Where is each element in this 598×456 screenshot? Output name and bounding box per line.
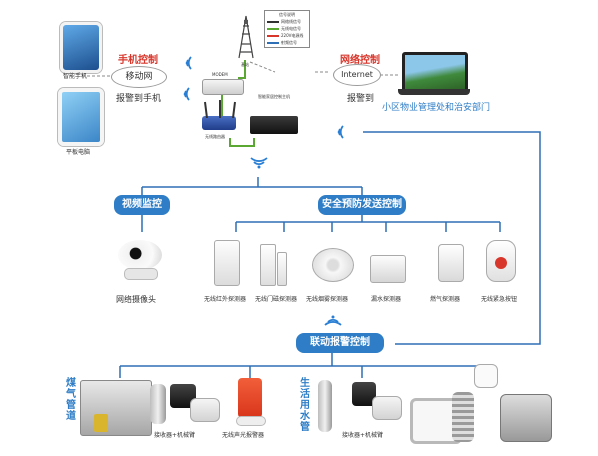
tree-line (119, 352, 485, 378)
water-leak-detector-icon (370, 255, 406, 283)
device-label: 漏水探测器 (371, 296, 402, 303)
receiver-image (190, 398, 220, 422)
roller-shutter-image (452, 392, 474, 442)
smart-switch-panel-image (474, 364, 498, 388)
emergency-red-button (495, 257, 507, 269)
gas-detector-icon (438, 244, 464, 282)
siren-base-image (236, 416, 266, 426)
wifi-signal-icon (250, 157, 268, 169)
modem-label: MODEM (212, 72, 228, 77)
internet-alarm-label: 报警到 (347, 94, 375, 104)
smartphone-image (60, 22, 102, 73)
legend-item: 无线电信号 (267, 25, 307, 32)
legend-item-label: 无线电信号 (281, 25, 301, 31)
camera-label: 网络摄像头 (116, 295, 156, 304)
signal-legend: 信号说明 网络线信号 无线电信号 220V电源线 射频信号 (264, 10, 310, 48)
window-frame-image (500, 394, 552, 442)
infrared-detector-icon (214, 240, 240, 286)
tree-line (363, 131, 541, 345)
wifi-signal-icon (185, 56, 192, 70)
mobile-alarm-label: 报警到手机 (116, 94, 162, 104)
router-antennas-icon (204, 100, 236, 118)
gas-meter-dial (94, 414, 108, 432)
linkage-alarm-pill: 联动报警控制 (296, 333, 384, 353)
video-monitoring-pill: 视频监控 (114, 195, 170, 215)
mobile-network-oval: 移动网 (111, 66, 167, 88)
cell-tower-icon (238, 15, 254, 59)
router-label: 无线路由器 (205, 134, 225, 139)
legend-item-label: 网络线信号 (281, 18, 301, 24)
laptop-screen-image (402, 52, 468, 94)
legend-item-label: 220V电源线 (281, 32, 304, 38)
host-label: 智能家居控制主机 (258, 94, 290, 99)
device-label: 无线烟雾探测器 (306, 296, 349, 303)
device-label: 无线紧急按钮 (481, 296, 518, 303)
control-host-image (250, 116, 298, 134)
destination-label: 小区物业管理处和治安部门 (382, 103, 491, 113)
device-label: 燃气探测器 (430, 296, 461, 303)
door-magnet-icon (277, 252, 287, 286)
wifi-signal-icon (183, 87, 190, 101)
dashed-link (249, 61, 276, 73)
security-control-pill: 安全预防发送控制 (318, 195, 406, 215)
wifi-router-image (202, 116, 236, 130)
receiver-image (372, 396, 402, 420)
tree-line (235, 214, 501, 232)
tower-label: 基站 (241, 62, 249, 67)
gas-pipe-image (150, 384, 166, 424)
mobile-control-title: 手机控制 (118, 55, 158, 66)
device-label: 无线门磁探测器 (255, 296, 298, 303)
green-cable (238, 60, 246, 79)
smoke-detector-icon (312, 248, 354, 282)
water-pipe-image (318, 380, 332, 432)
wifi-signal-icon (324, 315, 342, 326)
modem-image (202, 79, 244, 95)
gas-pipe-label: 煤气管道 (66, 378, 76, 422)
laptop-base-image (398, 89, 470, 95)
legend-item-label: 射频信号 (281, 39, 297, 45)
green-cable (229, 138, 255, 147)
internet-control-title: 网络控制 (340, 55, 380, 66)
receiver2-label: 接收器+机械臂 (342, 432, 384, 439)
legend-item: 网络线信号 (267, 18, 307, 25)
tablet-label: 平板电脑 (66, 149, 91, 156)
water-pipe-label: 生活用水管 (300, 378, 310, 433)
tablet-image (58, 88, 104, 146)
siren-label: 无线声光报警器 (222, 432, 265, 439)
camera-base-image (124, 268, 158, 280)
emergency-button-icon (486, 240, 516, 282)
legend-item: 射频信号 (267, 39, 307, 46)
internet-oval: Internet (333, 64, 381, 86)
network-camera-image (118, 240, 162, 270)
smartphone-label: 智能手机 (63, 73, 88, 80)
legend-item: 220V电源线 (267, 32, 307, 39)
door-sensor-icon (260, 244, 276, 286)
wifi-signal-icon (337, 125, 344, 139)
legend-title: 信号说明 (279, 12, 295, 17)
gas-meter-image (80, 380, 152, 436)
tree-line (141, 177, 363, 196)
siren-light-image (238, 378, 262, 418)
device-label: 无线红外探测器 (204, 296, 247, 303)
receiver1-label: 接收器+机械臂 (154, 432, 196, 439)
